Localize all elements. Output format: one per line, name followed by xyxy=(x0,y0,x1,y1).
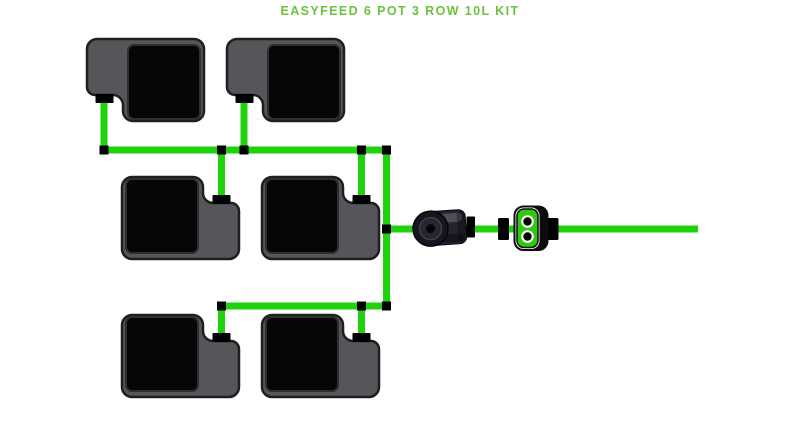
flow-controller xyxy=(498,205,559,251)
pots-layer xyxy=(85,37,381,399)
controller-port-bottom-icon xyxy=(523,232,532,241)
inline-coupler-controller-left xyxy=(498,218,509,240)
inline-coupler-controller-right xyxy=(547,218,559,240)
tee-fitting-top-corner xyxy=(382,145,391,155)
tee-fitting-bottom-corner xyxy=(382,301,391,311)
tee-fitting-pot5 xyxy=(217,301,226,311)
inline-coupler-pump-outlet xyxy=(466,216,475,238)
fittings-layer xyxy=(99,145,391,311)
diagram-title: EASYFEED 6 POT 3 ROW 10L KIT xyxy=(280,4,520,18)
inline-pump xyxy=(412,209,468,247)
tee-fitting-outlet xyxy=(382,224,391,234)
pump-end-cap xyxy=(456,210,467,243)
tee-fitting-pot4 xyxy=(357,145,366,155)
tee-fitting-pot1-corner xyxy=(99,145,109,155)
tee-fitting-pot3 xyxy=(217,145,226,155)
tee-fitting-pot6 xyxy=(357,301,366,311)
tee-fitting-pot2 xyxy=(239,145,249,155)
pump-impeller-hub-icon xyxy=(426,224,436,234)
controller-port-top-icon xyxy=(523,217,532,226)
